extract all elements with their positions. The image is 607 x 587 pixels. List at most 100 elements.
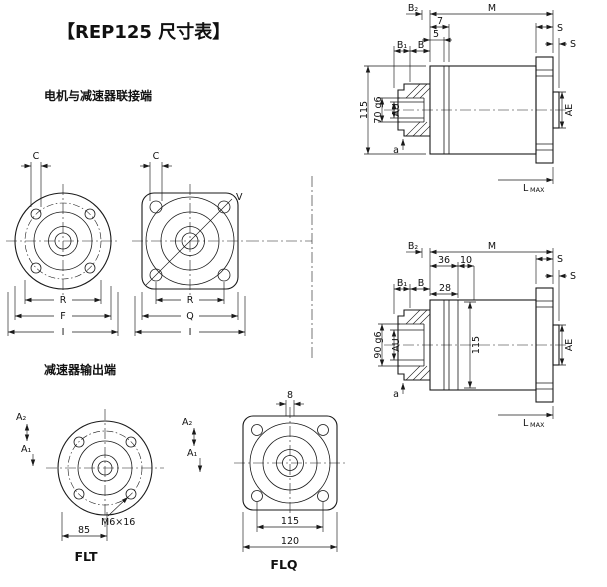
dim-label-a2: A₂ xyxy=(16,412,26,423)
flange-outline xyxy=(242,415,338,511)
section-label-motor-end: 电机与减速器联接端 xyxy=(44,88,152,103)
dim-label-bolt-spec: M6×16 xyxy=(101,517,135,528)
shaft-circle xyxy=(54,232,72,250)
dim-label-s1: S xyxy=(557,254,563,265)
dimension-lines xyxy=(191,400,338,552)
bolt-circle xyxy=(24,202,102,280)
view-label-flt: FLT xyxy=(75,549,98,564)
input-coupling xyxy=(397,83,430,137)
dim-label-115: 115 xyxy=(359,101,370,119)
boss-circle xyxy=(77,440,133,496)
dimension-lines xyxy=(24,424,129,541)
dim-label-a2: A₂ xyxy=(182,417,192,428)
bore-circle xyxy=(276,449,304,477)
bolt-holes xyxy=(30,208,96,274)
dim-label-b: B xyxy=(418,40,425,51)
front-view-square-flange: C V R Q I xyxy=(132,151,248,338)
dim-label-120: 120 xyxy=(281,536,299,547)
bore-circle xyxy=(91,454,119,482)
side-view-bottom: B₂ M 36 10 S S B₁ B 28 90 g6 AU 115 AE a… xyxy=(373,241,576,429)
page-title: 【REP125 尺寸表】 xyxy=(57,21,230,43)
diagonal-reference-line xyxy=(145,198,233,286)
dim-label-lmax: L xyxy=(523,418,529,429)
dimension-lines xyxy=(7,162,119,336)
title-block: 【REP125 尺寸表】 电机与减速器联接端 减速器输出端 xyxy=(44,21,230,377)
bore-circle xyxy=(175,226,205,256)
dim-label-115: 115 xyxy=(281,516,299,527)
dimension-lines xyxy=(378,248,567,419)
dimension-lines xyxy=(134,162,246,336)
dim-label-m: M xyxy=(488,241,496,252)
dim-label-7: 7 xyxy=(437,16,443,27)
pilot-circle xyxy=(145,196,235,286)
dim-label-b1: B₁ xyxy=(397,278,408,289)
hatch-lines xyxy=(405,83,431,137)
dim-label-a: a xyxy=(393,389,399,400)
dim-label-a1: A₁ xyxy=(21,444,31,455)
shaft-circle xyxy=(181,232,199,250)
output-flange-flt-view: A₂ A₁ M6×16 85 FLT xyxy=(16,409,164,564)
dim-label-i: I xyxy=(62,327,65,338)
dim-label-70g6: 70 g6 xyxy=(373,96,384,123)
dim-label-b: B xyxy=(418,278,425,289)
center-line xyxy=(46,409,164,527)
bore-circle xyxy=(48,226,78,256)
dim-label-b2: B₂ xyxy=(408,3,419,14)
dim-label-115: 115 xyxy=(471,336,482,354)
dim-label-m: M xyxy=(488,3,496,14)
dim-label-r: R xyxy=(60,295,67,306)
projection-lines xyxy=(248,176,313,358)
boss-circle xyxy=(262,435,318,491)
boss-circle xyxy=(160,211,220,271)
dim-label-lmax: L xyxy=(523,183,529,194)
input-bore xyxy=(398,97,425,123)
dim-label-85: 85 xyxy=(78,525,90,536)
dim-label-c: C xyxy=(33,151,40,162)
shaft-circle xyxy=(97,460,113,476)
dim-label-36: 36 xyxy=(438,255,450,266)
dim-label-5: 5 xyxy=(433,29,439,40)
dim-label-lmax-sub: MAX xyxy=(530,421,545,429)
side-view-top: B₂ M 7 5 S S B₁ B 115 70 g6 AU AE a L MA… xyxy=(359,3,576,194)
dim-label-a1: A₁ xyxy=(187,448,197,459)
dim-label-q: Q xyxy=(186,311,193,322)
section-label-output-end: 减速器输出端 xyxy=(44,362,116,377)
flange-hole-lines xyxy=(536,69,553,151)
dim-label-au: AU xyxy=(391,338,402,351)
bolt-holes xyxy=(73,436,137,500)
dim-label-lmax-sub: MAX xyxy=(530,186,545,194)
dim-label-s1: S xyxy=(557,23,563,34)
center-line xyxy=(234,407,346,519)
output-flange-flq-view: 8 A₂ A₁ 115 120 FLQ xyxy=(182,390,346,572)
dim-label-i: I xyxy=(189,327,192,338)
dim-label-a: a xyxy=(393,145,399,156)
flange-hole-lines xyxy=(536,300,553,390)
shaft-circle xyxy=(282,455,298,471)
flange-outer-circle xyxy=(57,420,153,516)
dim-label-8: 8 xyxy=(287,390,293,401)
dim-label-c: C xyxy=(153,151,160,162)
dim-label-au: AU xyxy=(391,103,402,116)
pilot-boss-circle xyxy=(33,211,93,271)
dim-label-10: 10 xyxy=(460,255,472,266)
dimension-lines xyxy=(364,10,567,184)
dim-label-ae: AE xyxy=(564,104,575,117)
dim-label-s2: S xyxy=(570,39,576,50)
dim-label-v: V xyxy=(236,192,243,203)
dim-label-f: F xyxy=(60,311,65,322)
dim-label-s2: S xyxy=(570,271,576,282)
bolt-circle xyxy=(67,430,143,506)
flange-outline xyxy=(141,192,239,290)
input-coupling xyxy=(397,309,430,381)
dim-label-b1: B₁ xyxy=(397,40,408,51)
dim-label-28: 28 xyxy=(439,283,451,294)
center-line xyxy=(6,184,120,298)
input-bore xyxy=(398,323,425,367)
pilot-circle xyxy=(249,422,331,504)
bolt-holes xyxy=(149,200,231,282)
dim-label-90g6: 90 g6 xyxy=(373,331,384,358)
view-label-flq: FLQ xyxy=(270,557,297,572)
dim-label-ae: AE xyxy=(564,339,575,352)
